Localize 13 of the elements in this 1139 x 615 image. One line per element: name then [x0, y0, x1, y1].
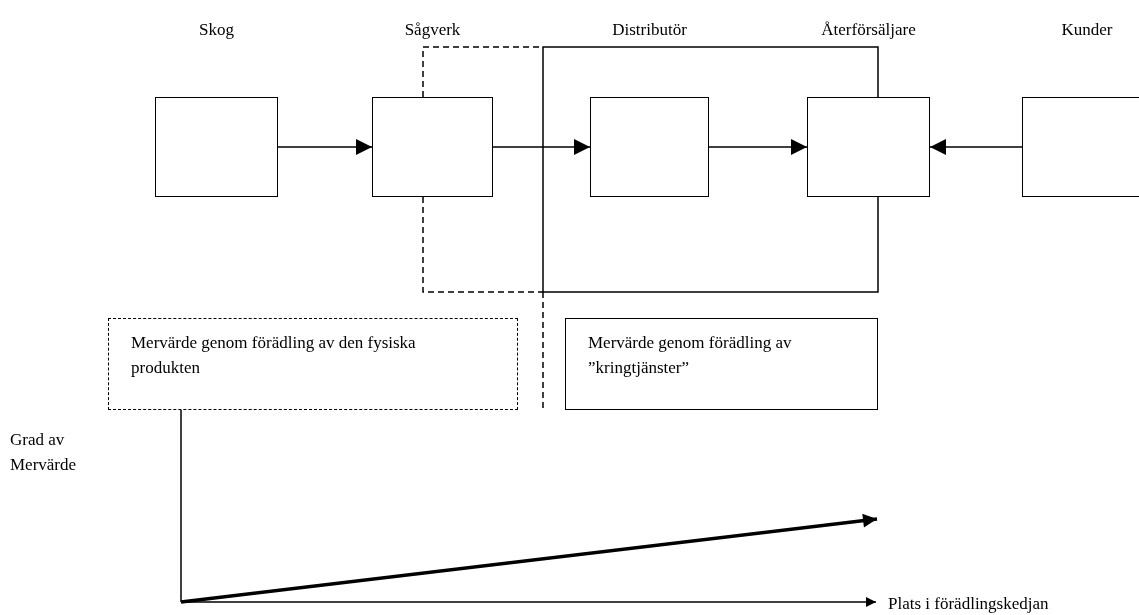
arrow [277, 139, 373, 155]
stage-heading: Skog [199, 20, 234, 40]
arrow [492, 139, 591, 155]
text-box: Mervärde genom förädling av den fysiska produkten [108, 318, 518, 410]
stage-heading: Sågverk [404, 20, 461, 40]
stage-heading: Distributör [612, 20, 687, 40]
arrow [929, 139, 1023, 155]
arrow [708, 139, 808, 155]
stage-heading: Återförsäljare [821, 20, 916, 40]
axis-label: Grad av Mervärde [10, 429, 78, 476]
text-box: Mervärde genom förädling av ”kringtjänster” [565, 318, 878, 410]
axis-label: Plats i förädlingskedjan [888, 593, 1050, 615]
stage-heading: Kunder [1061, 20, 1113, 40]
